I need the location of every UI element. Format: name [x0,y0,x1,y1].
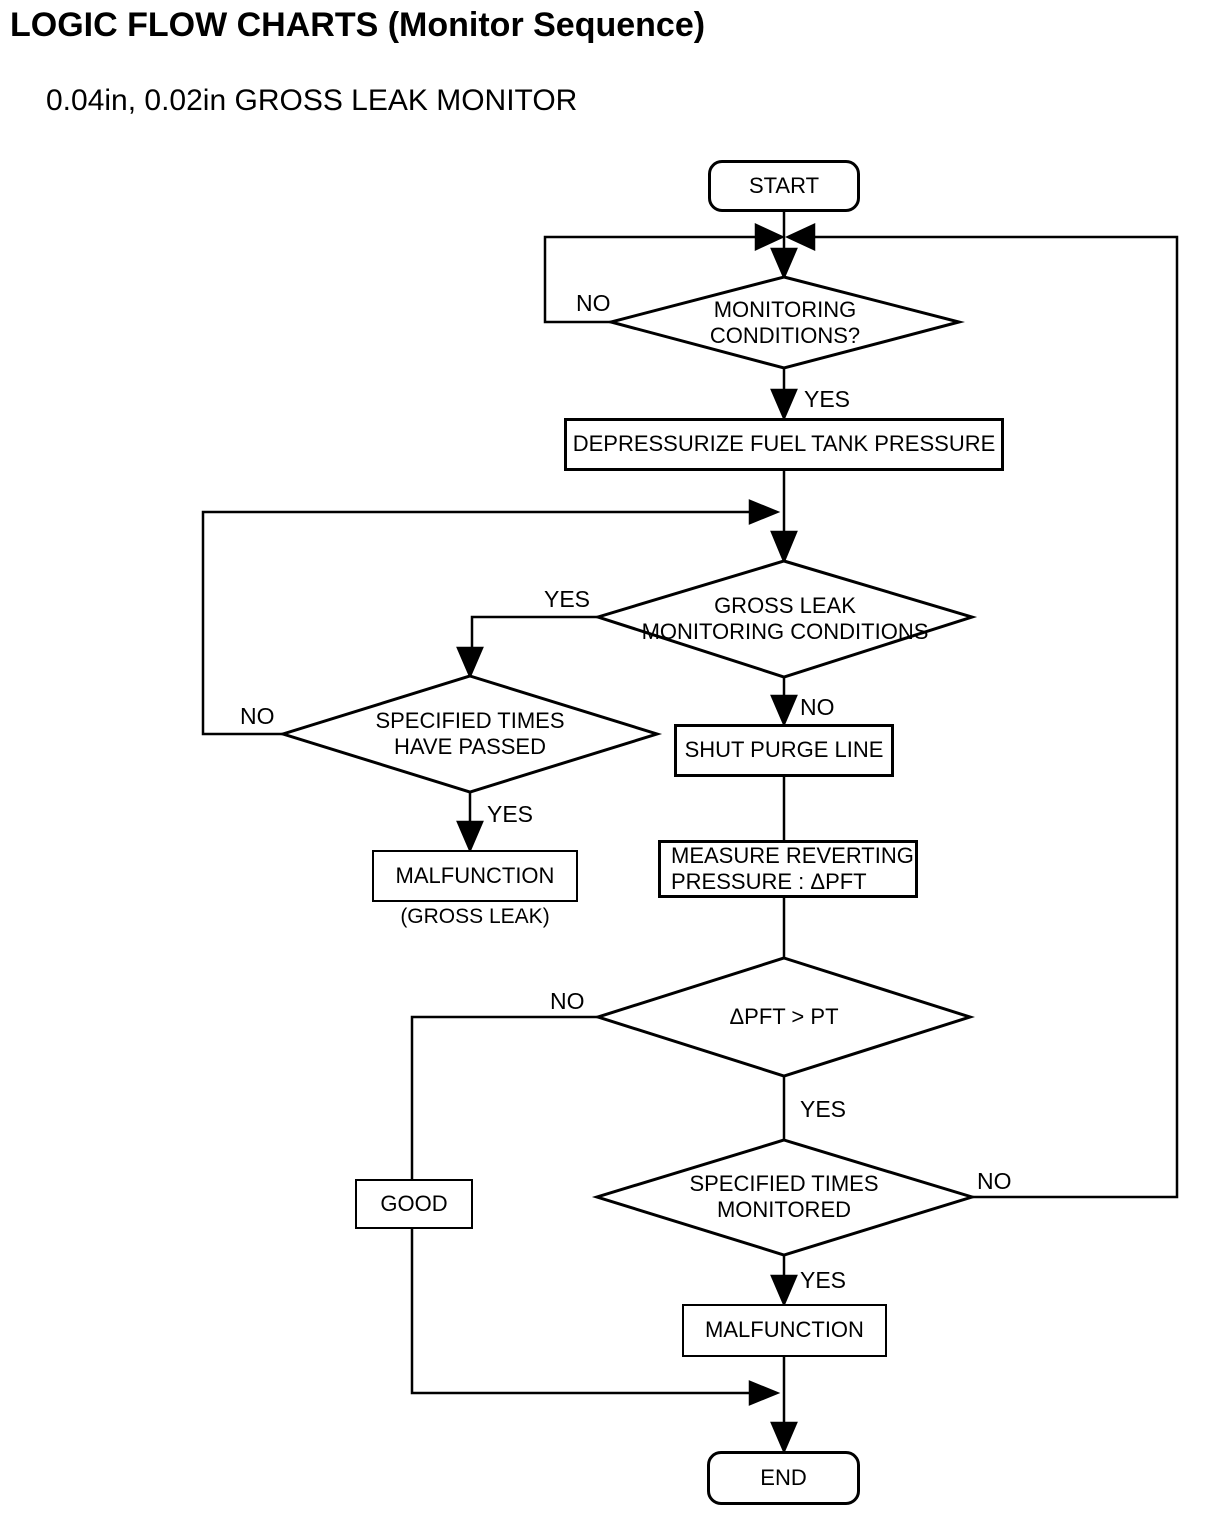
node-end: END [707,1451,860,1505]
edge-label-monitoring-yes: YES [804,386,851,412]
node-malfunction-gross-leak: MALFUNCTION [372,850,578,902]
connector-gross-leak-yes [470,615,598,650]
edge-label-monitoring-no: NO [576,290,611,316]
diamond-specified-times-monitored [591,1138,978,1257]
diamond-specified-times-passed [277,674,663,794]
arrowhead-good-branch-merge [748,1380,781,1406]
node-depressurize-fuel-tank: DEPRESSURIZE FUEL TANK PRESSURE [564,418,1004,471]
arrowhead-into-malfunction [770,1274,798,1308]
diamond-gross-leak-conditions [592,559,978,679]
node-malfunction-gross-leak-caption: (GROSS LEAK) [400,905,550,928]
arrowhead-into-malfunction-gross-leak [456,820,484,854]
node-malfunction: MALFUNCTION [682,1304,887,1357]
node-start: START [708,160,860,212]
diamond-monitoring-conditions [605,275,965,370]
node-specified-times-monitored-label: SPECIFIED TIMES MONITORED [689,1170,879,1222]
arrowhead-merge-right [785,223,816,251]
connector-monitoring-no-loop [543,235,756,324]
edge-label-times-passed-no: NO [240,703,275,729]
edge-label-dpft-no: NO [550,988,585,1014]
arrowhead-into-depressurize [770,388,798,422]
edge-label-gross-leak-yes: YES [544,586,591,612]
page-subtitle: 0.04in, 0.02in GROSS LEAK MONITOR [46,84,578,117]
arrowhead-merge-left [754,223,785,251]
connector-times-monitored-no-loop [814,235,1179,1199]
arrowhead-into-end [770,1421,798,1455]
arrowhead-into-shut-purge [770,694,798,728]
edge-label-times-passed-yes: YES [487,801,534,827]
edge-label-times-monitored-yes: YES [800,1267,847,1293]
arrowhead-into-gross-leak [770,530,798,565]
edge-label-gross-leak-no: NO [800,694,835,720]
diamond-dpft-gt-pt [593,956,975,1078]
edge-label-times-monitored-no: NO [977,1168,1012,1194]
arrowhead-into-monitoring [770,247,798,281]
node-good: GOOD [355,1179,473,1229]
connector-times-passed-no-loop [201,510,750,736]
arrowhead-into-times-passed [456,646,484,680]
node-shut-purge-line: SHUT PURGE LINE [674,724,894,777]
edge-label-dpft-yes: YES [800,1096,847,1122]
node-monitoring-conditions-label: MONITORING CONDITIONS? [709,296,861,348]
page-title: LOGIC FLOW CHARTS (Monitor Sequence) [10,6,706,44]
node-specified-times-passed-label: SPECIFIED TIMES HAVE PASSED [375,707,565,759]
node-dpft-gt-pt-label: ΔPFT > PT [729,1003,839,1029]
arrowhead-times-passed-loop-merge [748,499,781,525]
node-gross-leak-conditions-label: GROSS LEAK MONITORING CONDITIONS [641,592,929,644]
node-measure-reverting-pressure: MEASURE REVERTING PRESSURE : ΔPFT [658,840,918,898]
